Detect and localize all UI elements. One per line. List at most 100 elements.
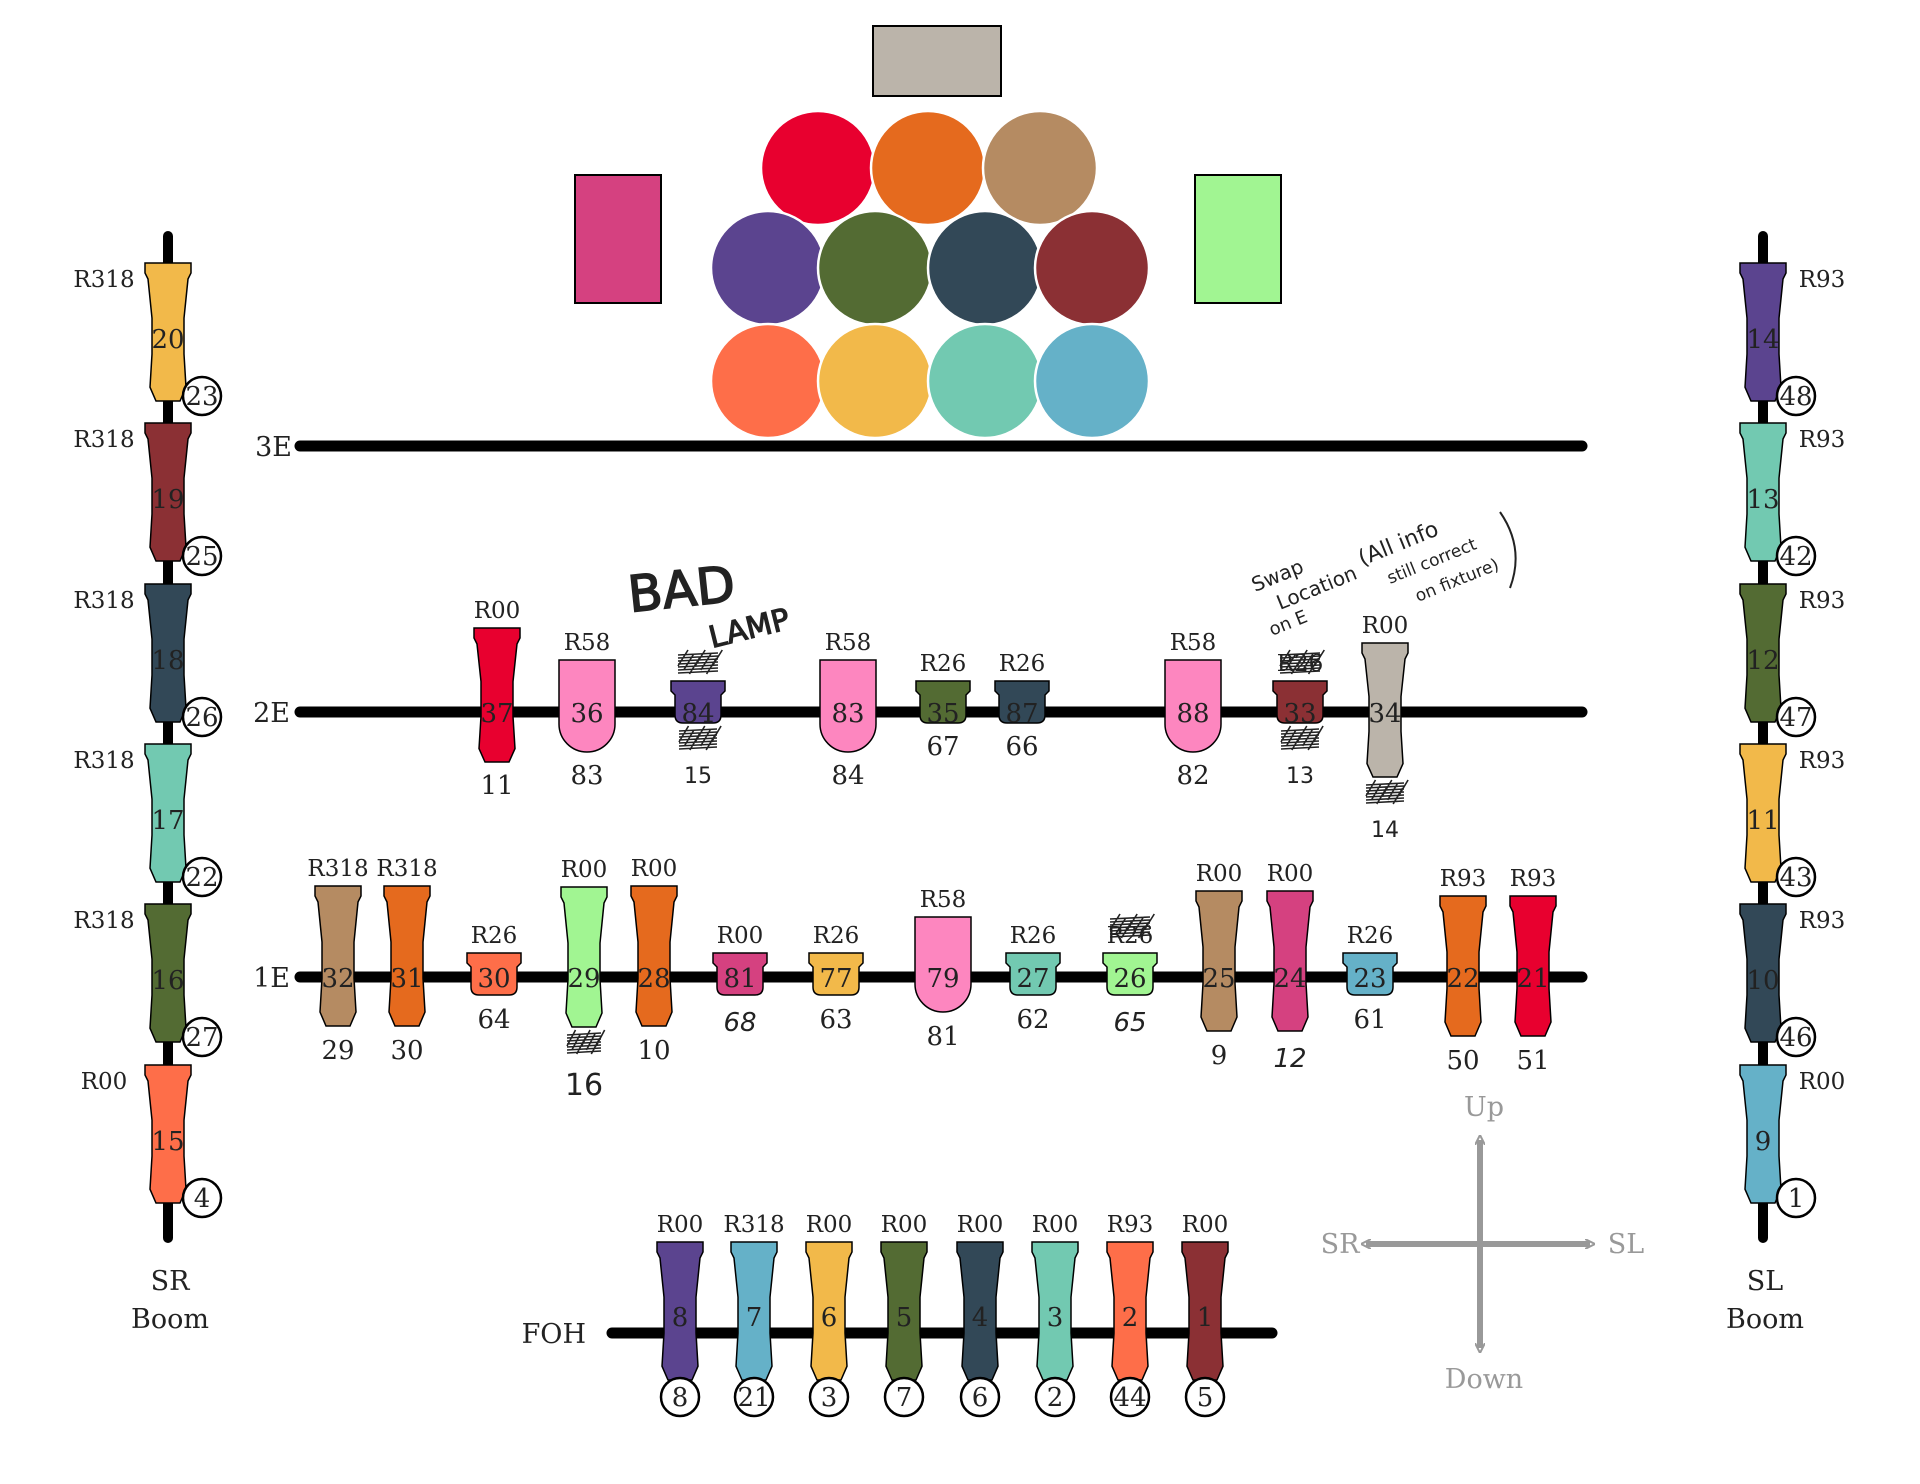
compass-right-label: SL <box>1608 1229 1644 1260</box>
circuit-scribble <box>1365 779 1409 805</box>
circuit-scribble <box>678 725 722 751</box>
fixture-body <box>560 886 608 1028</box>
fixture-circuit: 48 <box>1779 382 1812 412</box>
fixture-gel: R00 <box>657 1212 704 1238</box>
fixture-number: 30 <box>477 964 510 994</box>
fixture-circuit: 62 <box>1016 1005 1049 1035</box>
boom-label-sr-line1: SR <box>151 1266 190 1297</box>
cyc-unit <box>926 209 1044 327</box>
cyc-lights <box>574 25 1282 440</box>
fixtures-1e: 32R3182931R3183030R266429R001628R001081R… <box>307 856 1557 1103</box>
fixture-gel: R00 <box>1032 1212 1079 1238</box>
fixture-circuit-ring <box>1775 375 1817 417</box>
fixture-body <box>994 680 1050 724</box>
fixture-gel: R93 <box>1799 588 1846 614</box>
fixture-body <box>656 1241 704 1381</box>
fixture-circuit-ring <box>181 535 223 577</box>
fixture-circuit: 1 <box>1788 1184 1805 1214</box>
fixture-body <box>558 659 616 753</box>
fixture-number: 5 <box>896 1303 913 1333</box>
cyc-left-rect <box>574 174 662 304</box>
fixture-number: 27 <box>1016 964 1049 994</box>
fixture-circuit: 8 <box>672 1383 689 1413</box>
pipe-label-3e: 3E <box>255 432 292 463</box>
fixture-gel: R00 <box>1799 1069 1846 1095</box>
fixture-circuit: 46 <box>1779 1023 1812 1053</box>
fixture-circuit-ring <box>808 1376 850 1418</box>
fixture-body <box>1106 1241 1154 1381</box>
compass-down-label: Down <box>1445 1364 1523 1395</box>
fixture-body <box>805 1241 853 1381</box>
fixture-number: 11 <box>1746 806 1779 836</box>
fixture-circuit: 82 <box>1176 761 1209 791</box>
compass-up-label: Up <box>1464 1092 1504 1123</box>
fixture-circuit-ring <box>181 1016 223 1058</box>
cyc-unit <box>759 109 877 227</box>
fixture-circuit: 67 <box>926 732 959 762</box>
fixture-body <box>1739 903 1787 1043</box>
fixture-number: 22 <box>1446 964 1479 994</box>
fixture-circuit: 25 <box>185 542 218 572</box>
fixture-body <box>1739 583 1787 723</box>
fixture-circuit: 3 <box>821 1383 838 1413</box>
boom-label-sl-line1: SL <box>1747 1266 1783 1297</box>
pipe-label-2e: 2E <box>253 698 290 729</box>
fixtures-2e: 37R001136R5883841583R588435R266787R26668… <box>473 598 1409 843</box>
fixture-circuit: 7 <box>896 1383 913 1413</box>
note-swap-3: on E <box>1266 606 1311 640</box>
fixture-number: 10 <box>1746 966 1779 996</box>
fixture-number: 26 <box>1113 964 1146 994</box>
fixture-number: 6 <box>821 1303 838 1333</box>
compass: Up Down SR SL <box>1321 1092 1645 1395</box>
fixture-number: 32 <box>321 964 354 994</box>
cyc-top-rect <box>872 25 1002 97</box>
fixture-circuit: 12 <box>1273 1044 1306 1074</box>
fixture-body <box>144 1064 192 1204</box>
fixture-circuit: 4 <box>194 1184 211 1214</box>
fixture-circuit: 23 <box>185 382 218 412</box>
fixture-body <box>712 952 768 996</box>
fixture-gel: R00 <box>1362 613 1409 639</box>
fixture-number: 20 <box>151 325 184 355</box>
fixture-circuit: 83 <box>570 761 603 791</box>
fixture-gel: R318 <box>73 427 134 453</box>
fixture-gel: R26 <box>471 923 518 949</box>
fixture-circuit: 64 <box>477 1005 510 1035</box>
cyc-right-rect <box>1194 174 1282 304</box>
cyc-unit <box>926 322 1044 440</box>
fixture-circuit-ring <box>883 1376 925 1418</box>
fixture-gel: R58 <box>920 887 967 913</box>
fixture-gel: R93 <box>1799 748 1846 774</box>
fixture-circuit-ring <box>1109 1376 1151 1418</box>
fixture-number: 29 <box>567 964 600 994</box>
fixture-circuit: 51 <box>1516 1046 1549 1076</box>
fixture-circuit-ring <box>959 1376 1001 1418</box>
fixture-gel: R00 <box>1182 1212 1229 1238</box>
fixture-circuit: 29 <box>321 1036 354 1066</box>
fixture-circuit: 2 <box>1047 1383 1064 1413</box>
fixture-circuit: 22 <box>185 863 218 893</box>
fixture-gel: R318 <box>307 856 368 882</box>
fixture-body <box>1439 895 1487 1037</box>
fixture-gel: R26 <box>1107 923 1154 949</box>
fixture-circuit-ring <box>1775 535 1817 577</box>
boom-label-sr-line2: Boom <box>131 1304 209 1335</box>
fixture-gel: R00 <box>717 923 764 949</box>
fixture-number: 7 <box>746 1303 763 1333</box>
fixture-circuit: 44 <box>1113 1383 1146 1413</box>
fixture-circuit: 21 <box>737 1383 770 1413</box>
fixture-gel: R318 <box>376 856 437 882</box>
boom-label-sl-line2: Boom <box>1726 1304 1804 1335</box>
fixture-number: 77 <box>819 964 852 994</box>
fixture-number: 19 <box>151 485 184 515</box>
fixture-number: 83 <box>831 699 864 729</box>
fixture-number: 88 <box>1176 699 1209 729</box>
fixture-gel: R318 <box>73 588 134 614</box>
fixture-circuit: 26 <box>185 703 218 733</box>
fixture-circuit-ring <box>181 1177 223 1219</box>
fixture-body <box>1195 890 1243 1032</box>
fixture-gel: R26 <box>813 923 860 949</box>
cyc-unit <box>869 109 987 227</box>
fixture-circuit: 63 <box>819 1005 852 1035</box>
fixture-circuit: 6 <box>972 1383 989 1413</box>
